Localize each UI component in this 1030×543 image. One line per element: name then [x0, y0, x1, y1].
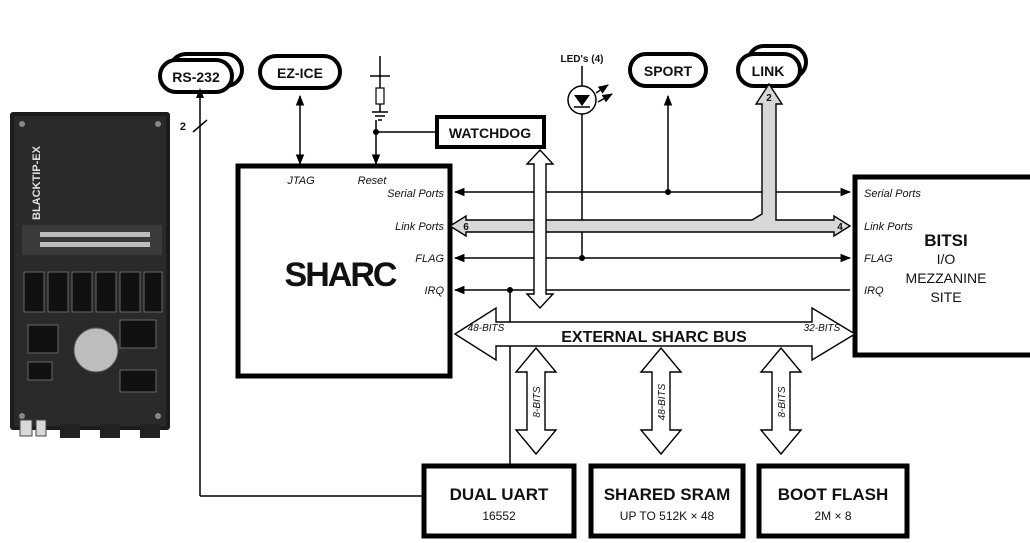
flash-title: BOOT FLASH	[778, 485, 889, 504]
uart-sub: 16552	[482, 509, 516, 523]
dual-uart-box: DUAL UART 16552	[424, 466, 574, 536]
watchdog-box: WATCHDOG	[437, 117, 544, 147]
bitsi-line3: SITE	[930, 289, 961, 305]
sharc-bits-label: 48-BITS	[468, 323, 505, 334]
bitsi-block: Serial Ports Link Ports FLAG IRQ BITSI I…	[855, 177, 1030, 355]
sharc-block: JTAG Reset Serial Ports Link Ports FLAG …	[238, 166, 450, 376]
ezice-label: EZ-ICE	[277, 65, 323, 81]
bitsi-link-label: Link Ports	[864, 221, 913, 233]
leds-label: LED's (4)	[561, 54, 604, 65]
bitsi-line1: I/O	[937, 251, 956, 267]
sram-bus: 48-BITS	[641, 348, 681, 454]
flash-bus: 8-BITS	[761, 348, 801, 454]
watchdog-label: WATCHDOG	[449, 125, 531, 141]
flash-sub: 2M × 8	[814, 509, 851, 523]
rs232-label: RS-232	[172, 69, 220, 85]
sharc-link-label: Link Ports	[395, 221, 444, 233]
link-top-width: 2	[766, 93, 772, 104]
sram-bits-label: 48-BITS	[657, 383, 668, 420]
sharc-logo: SHARC	[285, 256, 397, 294]
uart-bits-label: 8-BITS	[532, 386, 543, 417]
uart-title: DUAL UART	[450, 485, 549, 504]
sharc-serial-label: Serial Ports	[387, 188, 444, 200]
board-silkscreen: BLACKTIP-EX	[31, 145, 43, 220]
rs232-width: 2	[180, 121, 186, 133]
link-connector: LINK	[738, 46, 806, 86]
sharc-flag-label: FLAG	[415, 253, 444, 265]
bitsi-serial-label: Serial Ports	[864, 188, 921, 200]
sram-sub: UP TO 512K × 48	[620, 509, 715, 523]
external-bus: EXTERNAL SHARC BUS 48-BITS 32-BITS	[455, 308, 855, 360]
bus-label: EXTERNAL SHARC BUS	[561, 329, 747, 346]
sharc-irq-label: IRQ	[424, 285, 444, 297]
sport-connector: SPORT	[630, 54, 706, 86]
board-photo: BLACKTIP-EX	[10, 112, 170, 438]
link-ports-bus: 2 6 4	[450, 84, 850, 236]
boot-flash-box: BOOT FLASH 2M × 8	[759, 466, 907, 536]
bitsi-flag-label: FLAG	[864, 253, 893, 265]
sport-label: SPORT	[644, 63, 693, 79]
ground-symbol	[370, 56, 436, 164]
bitsi-bits-label: 32-BITS	[804, 323, 841, 334]
shared-sram-box: SHARED SRAM UP TO 512K × 48	[591, 466, 743, 536]
bitsi-irq-label: IRQ	[864, 285, 884, 297]
sram-title: SHARED SRAM	[604, 485, 731, 504]
bitsi-line2: MEZZANINE	[906, 270, 987, 286]
uart-bus: 8-BITS	[516, 348, 556, 454]
reset-label: Reset	[358, 175, 388, 187]
ezice-connector: EZ-ICE	[260, 56, 340, 88]
bitsi-title: BITSI	[924, 231, 967, 250]
flash-bits-label: 8-BITS	[777, 386, 788, 417]
link-left-width: 6	[463, 222, 469, 233]
link-right-width: 4	[837, 222, 843, 233]
rs232-connector: RS-232	[160, 54, 242, 92]
link-label: LINK	[752, 63, 785, 79]
jtag-label: JTAG	[286, 175, 315, 187]
